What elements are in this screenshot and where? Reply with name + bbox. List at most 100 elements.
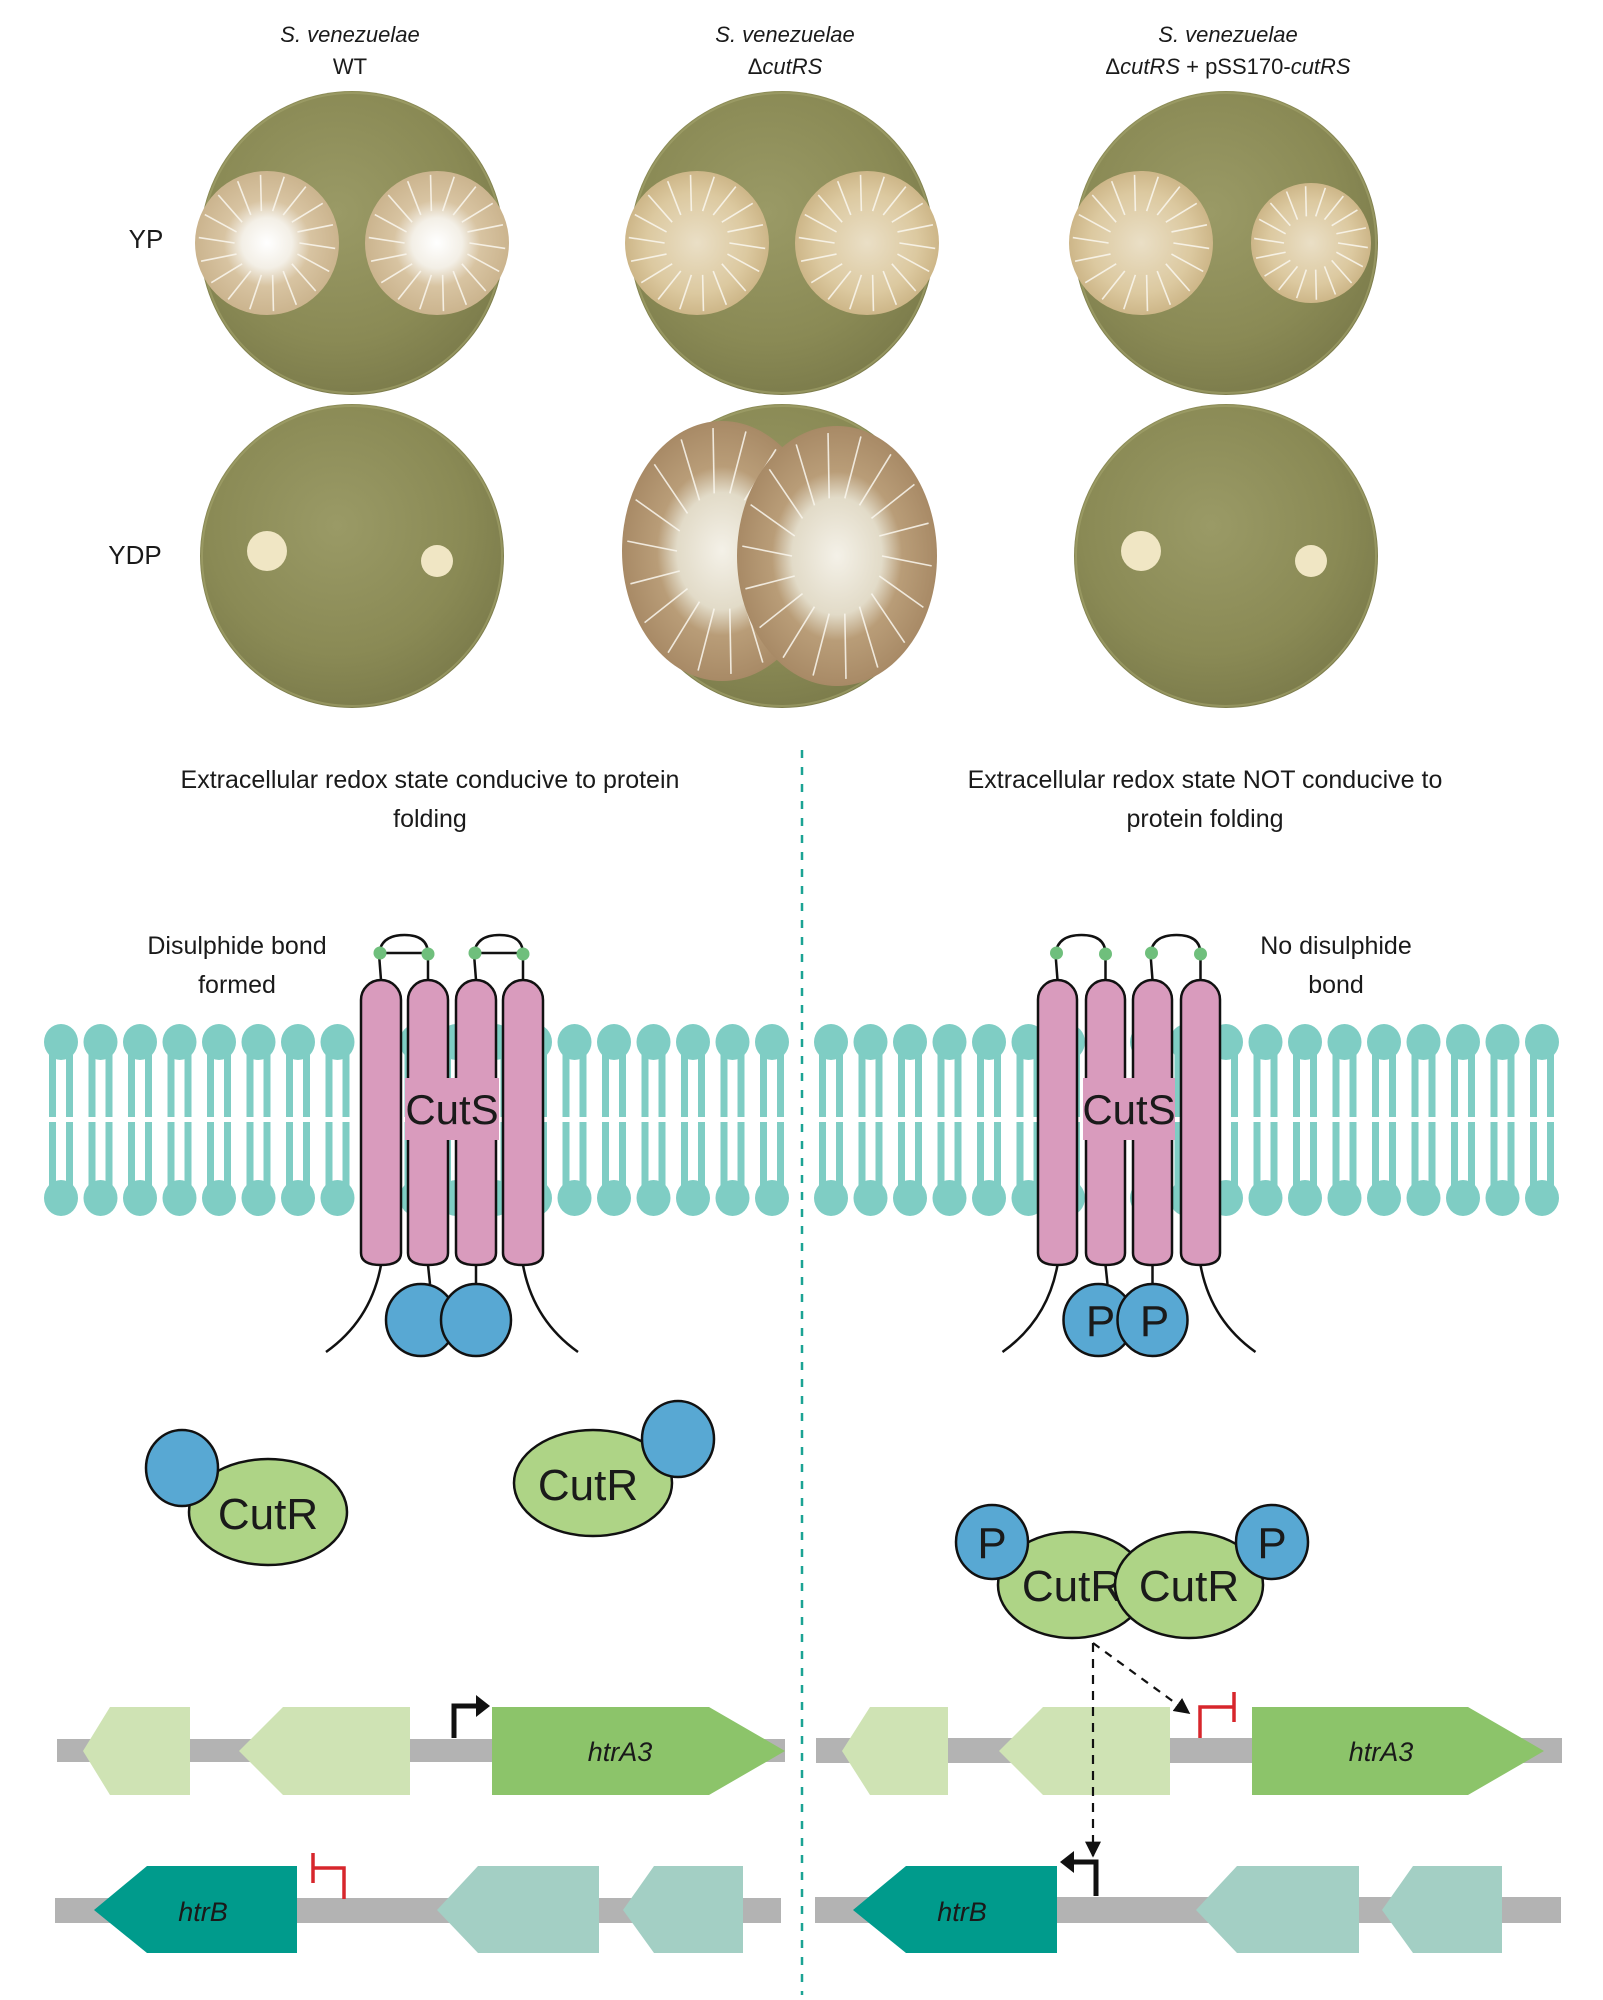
colony-wrinkle bbox=[1145, 274, 1149, 312]
cutr-monomer-1: CutR bbox=[144, 1428, 349, 1567]
colony-wrinkle bbox=[701, 176, 715, 212]
cuts-label-bg bbox=[1083, 1078, 1175, 1140]
phospholipid bbox=[853, 1024, 888, 1216]
extracellular-loop bbox=[1149, 933, 1202, 981]
agar-plate bbox=[200, 404, 504, 708]
repression-symbol-icon bbox=[311, 1853, 346, 1899]
lipid-tail bbox=[1270, 1122, 1278, 1186]
col-header-mutant-genotype: ΔcutRS bbox=[748, 54, 823, 79]
colony bbox=[795, 171, 939, 315]
agar-plate bbox=[200, 91, 504, 395]
colony-wrinkle bbox=[836, 180, 852, 216]
lipid-tail bbox=[167, 1055, 175, 1117]
phospholipid bbox=[1525, 1024, 1559, 1216]
lipid-tail bbox=[128, 1122, 135, 1186]
colony-wrinkle bbox=[1323, 195, 1344, 221]
lipid-tail bbox=[977, 1122, 984, 1186]
kinase-domain bbox=[439, 1282, 513, 1358]
lipid-tail bbox=[1428, 1055, 1436, 1117]
transmembrane-helix bbox=[359, 978, 403, 1267]
lipid-tail bbox=[875, 1122, 883, 1186]
phospholipid bbox=[241, 1024, 276, 1216]
colony-wrinkle bbox=[712, 186, 737, 216]
phospholipid bbox=[676, 1024, 710, 1216]
gene-htra3-label: htrA3 bbox=[588, 1737, 653, 1767]
colony-wrinkle bbox=[1255, 251, 1286, 259]
right-note-line1: No disulphide bbox=[1260, 932, 1412, 960]
colony-wrinkle bbox=[653, 463, 689, 514]
colony-wrinkle bbox=[897, 224, 934, 233]
phospholipid bbox=[893, 1024, 927, 1216]
lipid-head bbox=[755, 1180, 789, 1216]
lipid-tail bbox=[286, 1122, 293, 1186]
plate-ydp-1 bbox=[622, 404, 937, 708]
lipid-tail bbox=[145, 1122, 152, 1186]
lipid-head bbox=[893, 1180, 927, 1216]
plate-ydp-2 bbox=[1074, 404, 1378, 708]
lipid-tail bbox=[720, 1122, 728, 1186]
lipid-tail bbox=[105, 1055, 113, 1117]
colony-wrinkle bbox=[891, 202, 924, 223]
lipid-tail bbox=[698, 1122, 705, 1186]
gene-htrb bbox=[94, 1866, 297, 1953]
colony-wrinkle bbox=[291, 263, 317, 292]
cuts-label: CutS bbox=[1082, 1086, 1175, 1133]
colony-wrinkle bbox=[368, 236, 405, 244]
phospholipid bbox=[972, 1024, 1006, 1216]
cysteine-residue bbox=[1050, 946, 1063, 960]
left-title-line2: folding bbox=[393, 805, 467, 833]
colony-wrinkle bbox=[204, 213, 237, 233]
lipid-tail bbox=[819, 1055, 826, 1117]
lipid-tail bbox=[898, 1055, 905, 1117]
lipid-tail bbox=[1253, 1055, 1261, 1117]
gene-htrb bbox=[853, 1866, 1057, 1953]
phospholipid bbox=[1367, 1024, 1401, 1216]
cuts-label-bg bbox=[405, 1078, 499, 1140]
lipid-tail bbox=[1530, 1122, 1537, 1186]
lipid-tail bbox=[224, 1122, 231, 1186]
lipid-head bbox=[44, 1024, 78, 1060]
lipid-tail bbox=[1428, 1122, 1436, 1186]
plate-column-headers: S. venezuelae WT S. venezuelae ΔcutRS S.… bbox=[280, 22, 1351, 79]
colony-wrinkle bbox=[441, 274, 445, 312]
regulation-arrow-to-htra3 bbox=[1092, 1642, 1191, 1714]
phospholipid bbox=[932, 1024, 967, 1216]
cutr-body bbox=[187, 1457, 349, 1567]
colony-wrinkle bbox=[1314, 187, 1327, 217]
colony-wrinkle bbox=[679, 274, 693, 310]
colony-wrinkle bbox=[217, 194, 243, 223]
colony-wrinkle bbox=[759, 592, 804, 629]
colony-wrinkle bbox=[881, 555, 932, 567]
phospho-label: P bbox=[1257, 1519, 1286, 1568]
colony-wrinkle bbox=[870, 483, 915, 520]
lipid-tail bbox=[325, 1122, 333, 1186]
plasmid-prefix: + pSS170- bbox=[1180, 54, 1291, 79]
lipid-tail bbox=[1468, 1122, 1475, 1186]
colony-wrinkle bbox=[804, 213, 837, 233]
colony-wrinkle bbox=[667, 601, 701, 654]
lipid-head bbox=[281, 1180, 315, 1216]
cysteine-residue bbox=[468, 946, 482, 960]
plate-rim bbox=[1075, 405, 1377, 707]
phospholipid bbox=[202, 1024, 236, 1216]
colony-wrinkle bbox=[871, 176, 885, 212]
plate-rim bbox=[201, 405, 503, 707]
colony-wrinkle bbox=[882, 186, 907, 216]
plate-ydp-0 bbox=[200, 404, 504, 708]
colony bbox=[737, 426, 937, 686]
neighbor-gene bbox=[1382, 1866, 1502, 1953]
colony-wrinkle bbox=[858, 606, 879, 668]
lipid-tail bbox=[760, 1122, 767, 1186]
lipid-tail bbox=[737, 1055, 745, 1117]
cutr-label-left: CutR bbox=[1022, 1562, 1122, 1611]
colony-wrinkle bbox=[897, 253, 930, 273]
colony bbox=[1069, 171, 1213, 315]
colony bbox=[625, 171, 769, 315]
cysteine-residue bbox=[373, 946, 387, 960]
colony-wrinkle bbox=[198, 236, 235, 244]
colony-wrinkle bbox=[1285, 191, 1299, 220]
lipid-tail bbox=[167, 1122, 175, 1186]
left-note-line2: formed bbox=[198, 971, 276, 999]
gene-htrb-label: htrB bbox=[178, 1897, 228, 1927]
